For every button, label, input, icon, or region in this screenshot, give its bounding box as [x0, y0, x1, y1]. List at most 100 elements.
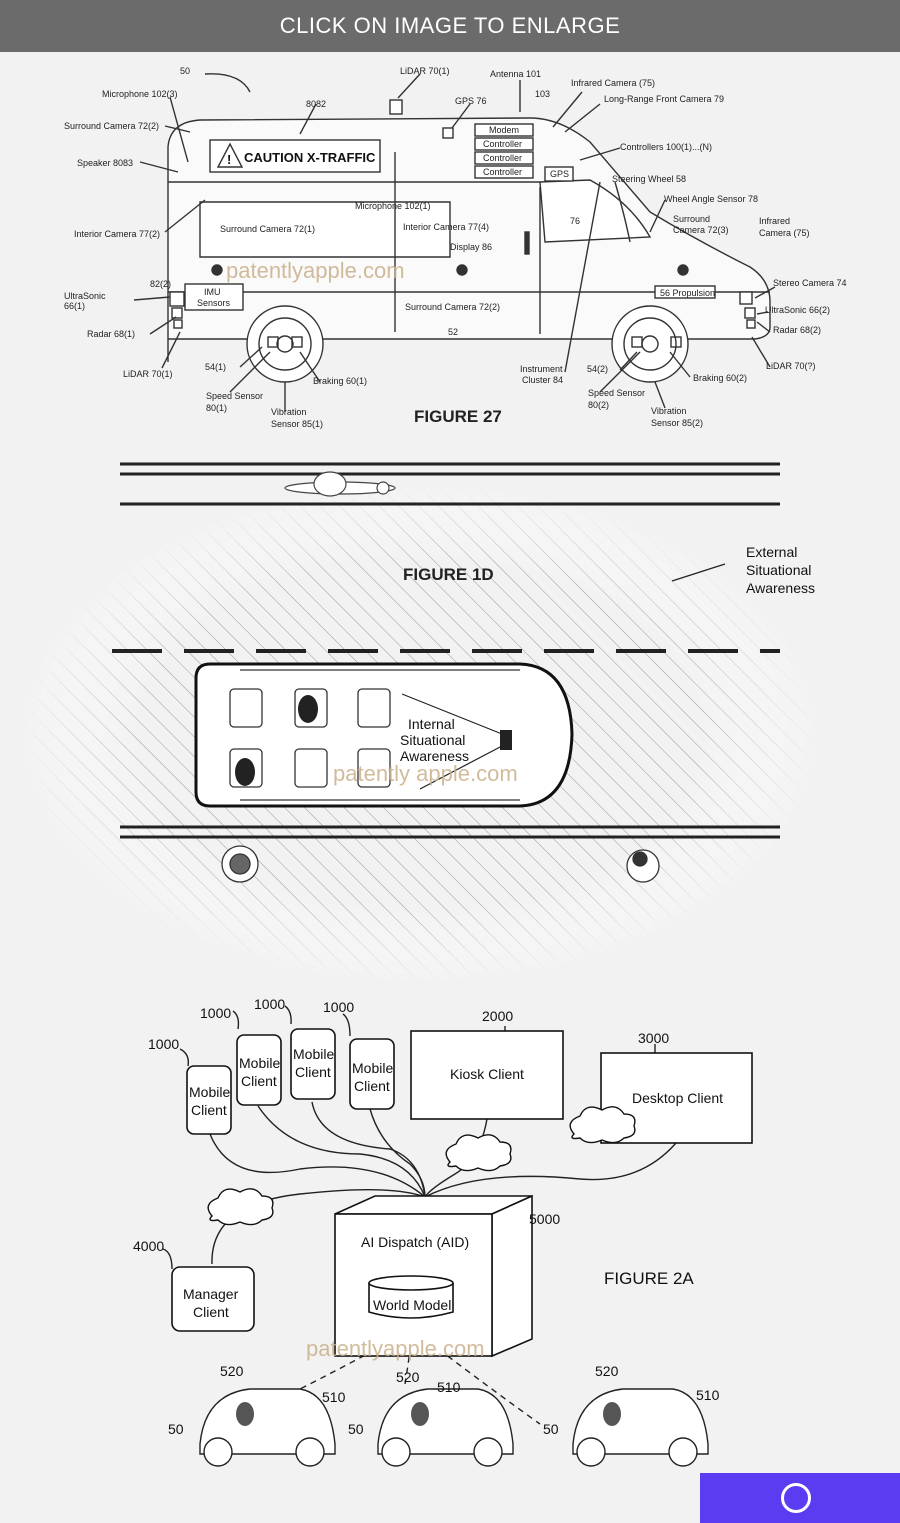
label-surround-camera-2b: Surround Camera 72(2): [405, 302, 500, 312]
label-microphone-mid: Microphone 102(1): [355, 201, 431, 211]
manager-client-line2: Client: [193, 1304, 229, 1320]
label-1000-b: 1000: [200, 1005, 231, 1021]
figure-2a-title: FIGURE 2A: [604, 1269, 694, 1288]
label-54-2: 54(2): [587, 364, 608, 374]
label-infrared-top: Infrared Camera (75): [571, 78, 655, 88]
internal-awareness-3: Awareness: [400, 748, 469, 764]
label-wheel-angle-sensor: Wheel Angle Sensor 78: [664, 194, 758, 204]
watermark-fig1d: patently apple.com: [333, 761, 518, 786]
label-vibration-2b: Sensor 85(2): [651, 418, 703, 428]
label-1000-a: 1000: [148, 1036, 179, 1052]
label-radar-right: Radar 68(2): [773, 325, 821, 335]
manager-client-line1: Manager: [183, 1286, 239, 1302]
label-510-b: 510: [437, 1379, 461, 1395]
label-ultrasonic-right: UltraSonic 66(2): [765, 305, 830, 315]
label-vibration-1a: Vibration: [271, 407, 306, 417]
label-infrared-right-1: Infrared: [759, 216, 790, 226]
label-instrument-1: Instrument: [520, 364, 563, 374]
imu-box-line1: IMU: [204, 287, 221, 297]
label-4000: 4000: [133, 1238, 164, 1254]
label-50-a: 50: [168, 1421, 184, 1437]
label-1000-d: 1000: [323, 999, 354, 1015]
label-520-a: 520: [220, 1363, 244, 1379]
label-instrument-2: Cluster 84: [522, 375, 563, 385]
label-520-b: 520: [396, 1369, 420, 1385]
label-interior-camera-2: Interior Camera 77(2): [74, 229, 160, 239]
label-microphone-top: Microphone 102(3): [102, 89, 178, 99]
external-awareness-1: External: [746, 544, 797, 560]
label-speed-1b: 80(1): [206, 403, 227, 413]
ai-dispatch-label: AI Dispatch (AID): [361, 1234, 469, 1250]
figure-27-title: FIGURE 27: [414, 407, 502, 426]
controller-box-2: Controller: [483, 153, 522, 163]
label-lidar-right: LiDAR 70(?): [766, 361, 816, 371]
internal-awareness-2: Situational: [400, 732, 465, 748]
label-520-c: 520: [595, 1363, 619, 1379]
internal-awareness-1: Internal: [408, 716, 455, 732]
caution-sign-text: CAUTION X-TRAFFIC: [244, 150, 376, 165]
label-52: 52: [448, 327, 458, 337]
gps-box-label: GPS: [550, 169, 569, 179]
world-model-label: World Model: [373, 1297, 451, 1313]
label-50: 50: [180, 66, 190, 76]
label-54-1: 54(1): [205, 362, 226, 372]
mobile-client-4-line1: Mobile: [352, 1060, 393, 1076]
watermark-fig27: patentlyapple.com: [226, 258, 405, 283]
figure-1d-diagram: FIGURE 1D External Situational Awareness…: [20, 462, 820, 984]
label-speaker: Speaker 8083: [77, 158, 133, 168]
label-ultrasonic-left-2: 66(1): [64, 301, 85, 311]
label-103: 103: [535, 89, 550, 99]
enlarge-banner[interactable]: CLICK ON IMAGE TO ENLARGE: [0, 0, 900, 52]
watermark-fig2a: patentlyapple.com: [306, 1336, 485, 1361]
logo-ring-icon: [781, 1483, 811, 1513]
label-steering-wheel: Steering Wheel 58: [612, 174, 686, 184]
label-speed-1a: Speed Sensor: [206, 391, 263, 401]
mobile-client-3-line2: Client: [295, 1064, 331, 1080]
mobile-client-1-line1: Mobile: [189, 1084, 230, 1100]
mobile-client-1-line2: Client: [191, 1102, 227, 1118]
label-surround-3-line2: Camera 72(3): [673, 225, 729, 235]
label-50-b: 50: [348, 1421, 364, 1437]
label-3000: 3000: [638, 1030, 669, 1046]
label-1000-c: 1000: [254, 996, 285, 1012]
label-long-range-camera: Long-Range Front Camera 79: [604, 94, 724, 104]
label-vibration-2a: Vibration: [651, 406, 686, 416]
label-radar-left: Radar 68(1): [87, 329, 135, 339]
label-50-c: 50: [543, 1421, 559, 1437]
label-510-a: 510: [322, 1389, 346, 1405]
external-awareness-2: Situational: [746, 562, 811, 578]
label-gps-76: GPS 76: [455, 96, 487, 106]
label-braking-2: Braking 60(2): [693, 373, 747, 383]
label-lidar-top: LiDAR 70(1): [400, 66, 450, 76]
mobile-client-2-line2: Client: [241, 1073, 277, 1089]
svg-text:!: !: [227, 152, 231, 167]
label-controllers-n: Controllers 100(1)...(N): [620, 142, 712, 152]
mobile-client-3-line1: Mobile: [293, 1046, 334, 1062]
modem-box-label: Modem: [489, 125, 519, 135]
mobile-client-4-line2: Client: [354, 1078, 390, 1094]
label-ultrasonic-left-1: UltraSonic: [64, 291, 106, 301]
label-2000: 2000: [482, 1008, 513, 1024]
mobile-client-2-line1: Mobile: [239, 1055, 280, 1071]
label-braking-1: Braking 60(1): [313, 376, 367, 386]
label-lidar-left: LiDAR 70(1): [123, 369, 173, 379]
external-awareness-3: Awareness: [746, 580, 815, 596]
label-76: 76: [570, 216, 580, 226]
label-speed-2b: 80(2): [588, 400, 609, 410]
label-surround-3-line1: Surround: [673, 214, 710, 224]
kiosk-client-label: Kiosk Client: [450, 1066, 524, 1082]
label-5000: 5000: [529, 1211, 560, 1227]
label-vibration-1b: Sensor 85(1): [271, 419, 323, 429]
label-510-c: 510: [696, 1387, 720, 1403]
figure-27-van-diagram: 50 LiDAR 70(1) Antenna 101 103 Infrared …: [64, 66, 847, 429]
controller-box-3: Controller: [483, 167, 522, 177]
label-infrared-right-2: Camera (75): [759, 228, 810, 238]
figure-2a-diagram: 1000 1000 1000 1000 2000 3000 4000 5000 …: [133, 996, 753, 1467]
imu-box-line2: Sensors: [197, 298, 231, 308]
label-surround-camera-top: Surround Camera 72(2): [64, 121, 159, 131]
figure-1d-title: FIGURE 1D: [403, 565, 494, 584]
desktop-client-label: Desktop Client: [632, 1090, 723, 1106]
label-stereo-camera: Stereo Camera 74: [773, 278, 847, 288]
label-display: Display 86: [450, 242, 492, 252]
label-speed-2a: Speed Sensor: [588, 388, 645, 398]
